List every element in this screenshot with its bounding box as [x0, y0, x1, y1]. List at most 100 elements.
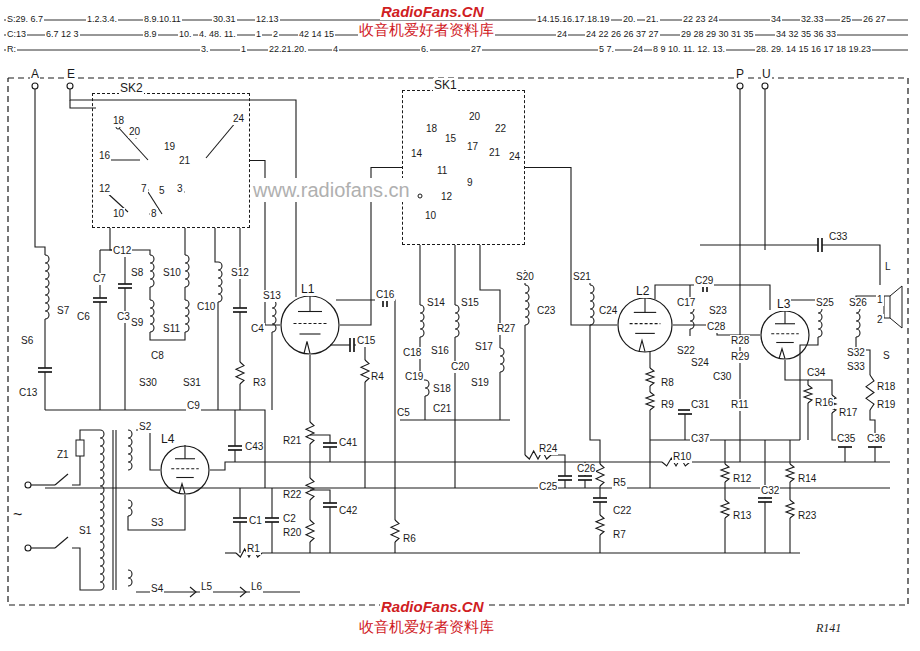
part-label: C6 [76, 311, 91, 323]
wire [590, 325, 600, 464]
part-label: C37 [690, 433, 710, 445]
contact-number: 10 [424, 210, 437, 222]
resistor-symbol [596, 515, 604, 535]
table-cell: 6. [420, 44, 430, 55]
wire [700, 244, 818, 245]
label-anchor: 收音机爱好者资料库 [358, 21, 495, 39]
label-anchor: S8 [130, 262, 144, 280]
watermark: RadioFans.CN [380, 598, 485, 615]
part-label: R27 [496, 323, 516, 335]
part-label: S15 [460, 297, 480, 309]
contact-number: 16 [98, 150, 111, 162]
label-anchor: 3. [200, 38, 210, 56]
switch-label: SK1 [433, 78, 458, 92]
terminal [762, 83, 768, 89]
label-anchor: 26 27 [862, 8, 887, 26]
resistor-symbol [236, 362, 244, 384]
contact-number: 22 [494, 123, 507, 135]
label-anchor: 15 [444, 128, 457, 146]
part-label: S18 [432, 383, 452, 395]
resistor-symbol [391, 520, 399, 542]
label-anchor: C36 [866, 428, 886, 446]
part-label: S23 [708, 305, 728, 317]
wire [649, 352, 650, 368]
label-anchor: L6 [250, 576, 263, 594]
wire-connector [525, 168, 617, 326]
contact-number: 14 [410, 148, 423, 160]
label-anchor: S30 [138, 372, 158, 390]
label-anchor: 1.2.3.4. [86, 8, 118, 26]
part-label: C26 [576, 463, 596, 475]
label-anchor: S9 [130, 312, 144, 330]
capacitor-symbol [353, 338, 355, 352]
wire [499, 372, 500, 420]
wire [235, 461, 662, 462]
valve-grid-group [171, 324, 799, 469]
table-cell: 42 14 15 [298, 29, 335, 40]
label-anchor: C30 [712, 366, 732, 384]
table-cell: 10. [178, 29, 193, 40]
label-anchor: 27 [470, 38, 482, 56]
label-anchor: R5 [612, 472, 627, 490]
part-label: R29 [730, 351, 750, 363]
table-cell: 21. [645, 14, 660, 25]
wire [309, 444, 310, 478]
label-anchor: 22 [494, 118, 507, 136]
label-anchor: 10 [112, 203, 125, 221]
part-label: R21 [282, 435, 302, 447]
label-anchor: S19 [470, 372, 490, 390]
label-anchor: C43 [244, 436, 264, 454]
coil-symbol [185, 300, 189, 332]
table-cell: 20. [622, 14, 637, 25]
coil-symbol [45, 255, 49, 319]
part-label: R18 [876, 381, 896, 393]
label-anchor: 8.9.10.11 [143, 8, 182, 26]
wire [239, 488, 240, 518]
resistor-symbol [646, 392, 654, 410]
valve-circle: L3 [760, 310, 810, 360]
switch-frame: SK1 [402, 90, 525, 245]
label-anchor: A [30, 64, 40, 82]
contact-number: 9 [466, 177, 474, 189]
wire [128, 495, 185, 530]
part-label: S33 [846, 361, 866, 373]
part-label: S21 [572, 271, 592, 283]
capacitor-symbol [821, 238, 823, 252]
label-anchor: R29 [730, 346, 750, 364]
resistor-symbol [361, 360, 369, 382]
part-label: C30 [712, 371, 732, 383]
coil-group [45, 255, 860, 590]
label-anchor: S15 [460, 292, 480, 310]
table-cell: 12.13 [255, 14, 280, 25]
wire [262, 552, 800, 553]
label-anchor: C:13 [6, 23, 27, 41]
label-anchor: C35 [836, 428, 856, 446]
part-label: C5 [396, 407, 411, 419]
valve-electrode [309, 295, 310, 312]
part-label: 1 [876, 294, 884, 306]
part-label: S22 [676, 345, 696, 357]
part-label: R8 [660, 377, 675, 389]
coil-symbol [100, 430, 104, 590]
part-label: R12 [732, 473, 752, 485]
table-cell: C:13 [6, 29, 27, 40]
label-anchor: S22 [676, 340, 696, 358]
switch-contact [418, 194, 422, 198]
label-anchor: C16 [375, 284, 395, 302]
label-anchor: 42 14 15 [298, 23, 335, 41]
valve-outline [760, 310, 810, 360]
wire [115, 430, 116, 590]
part-label: S24 [690, 357, 710, 369]
wire [225, 552, 236, 553]
wire [684, 414, 685, 440]
capacitor-symbol [265, 521, 279, 523]
label-anchor: S26 [848, 292, 868, 310]
contact-number: 7 [140, 183, 148, 195]
terminal [25, 482, 31, 488]
wire [44, 372, 45, 410]
part-label: R28 [730, 335, 750, 347]
coil-symbol [455, 305, 459, 337]
coil-symbol [185, 255, 189, 287]
part-label: R9 [660, 399, 675, 411]
label-anchor: 24 [556, 23, 568, 41]
